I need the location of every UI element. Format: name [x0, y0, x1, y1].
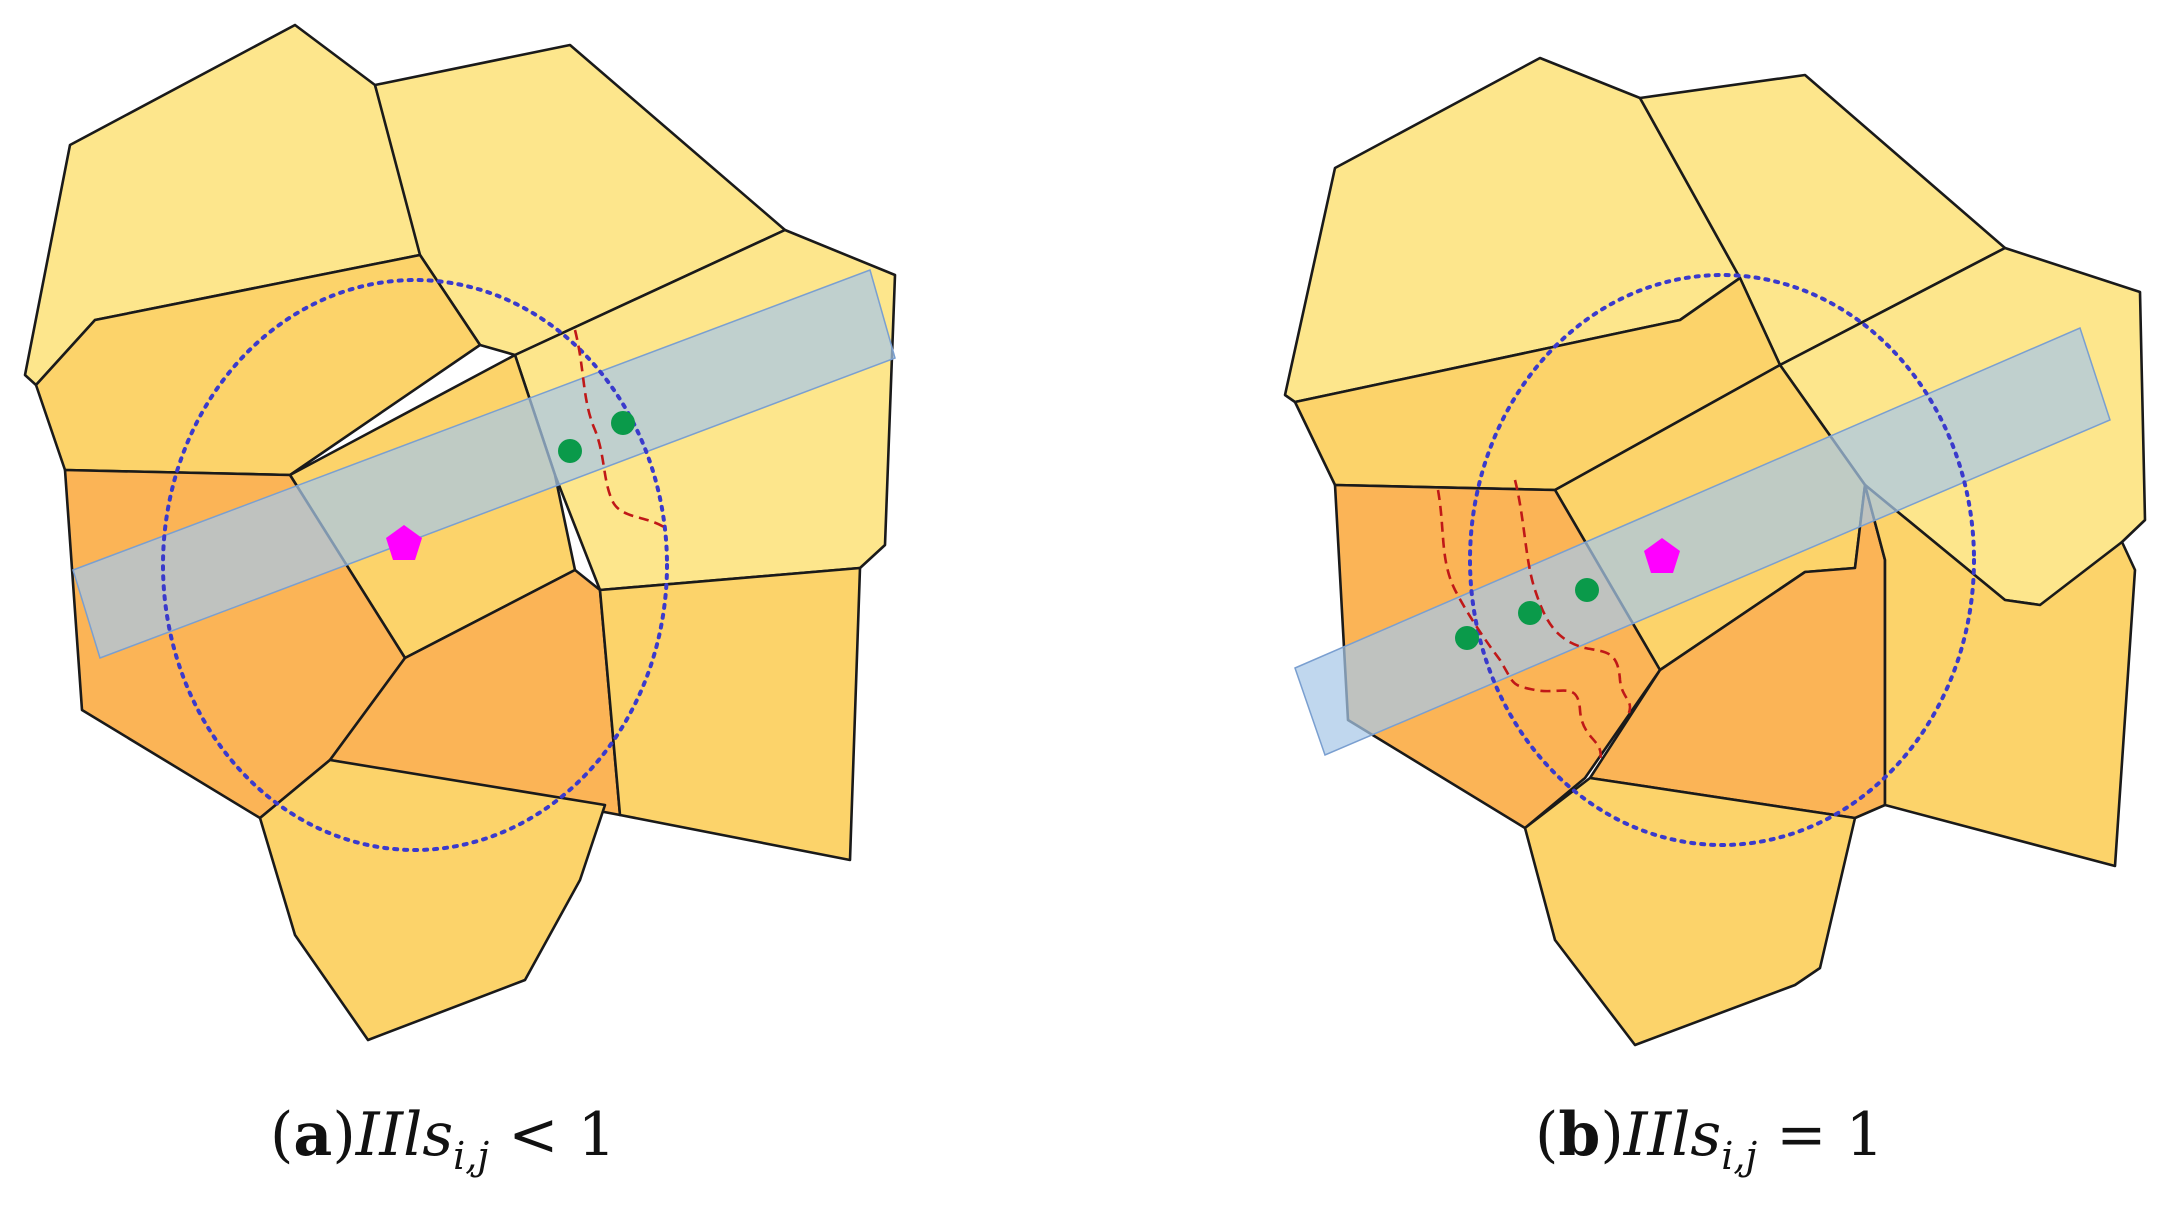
- magenta-pentagon-marker: [386, 525, 422, 560]
- green-point: [611, 411, 635, 435]
- dashed-route: [1513, 479, 1632, 716]
- green-point: [558, 439, 582, 463]
- green-point: [1575, 578, 1599, 602]
- diagram-panel-a: [23, 23, 897, 1042]
- search-radius-circle: [161, 278, 669, 852]
- caption-expression: IIls: [1623, 1100, 1722, 1170]
- caption-relation: < 1: [508, 1100, 616, 1170]
- green-point: [1518, 601, 1542, 625]
- voronoi-cell: [1863, 483, 2137, 868]
- voronoi-cell: [1523, 776, 1857, 1047]
- caption-tag: a: [293, 1100, 333, 1170]
- magenta-pentagon-marker: [1644, 538, 1680, 573]
- green-point: [1455, 626, 1479, 650]
- voronoi-cells: [23, 23, 897, 1042]
- voronoi-cell: [598, 566, 862, 862]
- linear-strip: [72, 269, 896, 659]
- linear-strip: [1294, 326, 2111, 757]
- caption-panel-b: (b)IIlsi,j = 1: [1535, 1100, 1884, 1178]
- search-radius-circle: [1468, 273, 1976, 847]
- caption-expression: IIls: [355, 1100, 454, 1170]
- dashed-route: [573, 329, 669, 532]
- voronoi-cell: [258, 758, 607, 1042]
- dashed-route: [1436, 489, 1602, 761]
- caption-relation: = 1: [1776, 1100, 1884, 1170]
- caption-tag: b: [1558, 1100, 1601, 1170]
- diagram-panel-b: [1283, 56, 2147, 1047]
- caption-panel-a: (a)IIlsi,j < 1: [270, 1100, 616, 1178]
- caption-subscript: i,j: [453, 1134, 490, 1178]
- caption-subscript: i,j: [1721, 1134, 1758, 1178]
